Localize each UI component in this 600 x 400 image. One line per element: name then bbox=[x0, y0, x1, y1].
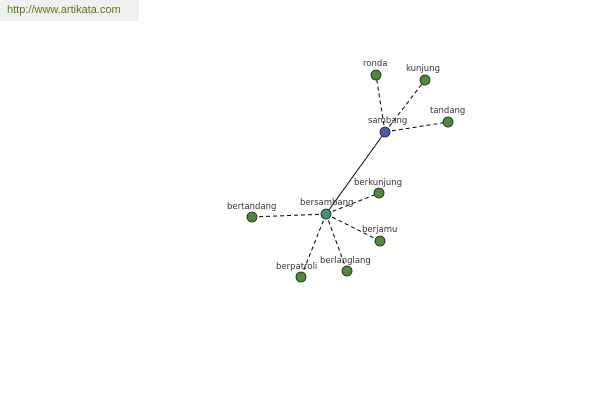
node-bertandang[interactable] bbox=[246, 211, 258, 223]
node-ronda[interactable] bbox=[370, 69, 382, 81]
node-berlanglang[interactable] bbox=[341, 265, 353, 277]
edge-bersambang-berlanglang bbox=[325, 213, 348, 272]
node-label-bersambang: bersambang bbox=[300, 198, 353, 208]
node-label-bertandang: bertandang bbox=[227, 202, 276, 212]
node-label-kunjung: kunjung bbox=[406, 64, 440, 74]
node-label-berjamu: berjamu bbox=[362, 225, 397, 235]
edge-sambang-tandang bbox=[384, 121, 449, 133]
node-tandang[interactable] bbox=[442, 116, 454, 128]
node-label-ronda: ronda bbox=[363, 59, 388, 69]
edge-bersambang-berpatroli bbox=[300, 213, 327, 278]
node-label-tandang: tandang bbox=[430, 106, 465, 116]
edge-bersambang-berkunjung bbox=[325, 192, 380, 215]
node-bersambang[interactable] bbox=[320, 208, 332, 220]
node-berpatroli[interactable] bbox=[295, 271, 307, 283]
node-label-berkunjung: berkunjung bbox=[354, 178, 402, 188]
graph-nodes bbox=[246, 69, 454, 283]
graph-labels: sambang ronda kunjung tandang bersambangberk… bbox=[227, 59, 465, 272]
edge-bersambang-bertandang bbox=[251, 213, 327, 218]
edge-sambang-bersambang bbox=[325, 131, 386, 215]
node-berkunjung[interactable] bbox=[373, 187, 385, 199]
node-kunjung[interactable] bbox=[419, 74, 431, 86]
node-label-berpatroli: berpatroli bbox=[276, 262, 317, 272]
edge-sambang-kunjung bbox=[384, 79, 426, 133]
source-url-banner: http://www.artikata.com bbox=[0, 0, 139, 21]
graph-edges bbox=[251, 74, 449, 278]
node-sambang[interactable] bbox=[379, 126, 391, 138]
edge-sambang-ronda bbox=[375, 74, 386, 133]
node-berjamu[interactable] bbox=[374, 235, 386, 247]
node-label-sambang: sambang bbox=[368, 116, 407, 126]
edge-bersambang-berjamu bbox=[325, 213, 381, 242]
node-label-berlanglang: berlanglang bbox=[320, 256, 371, 266]
